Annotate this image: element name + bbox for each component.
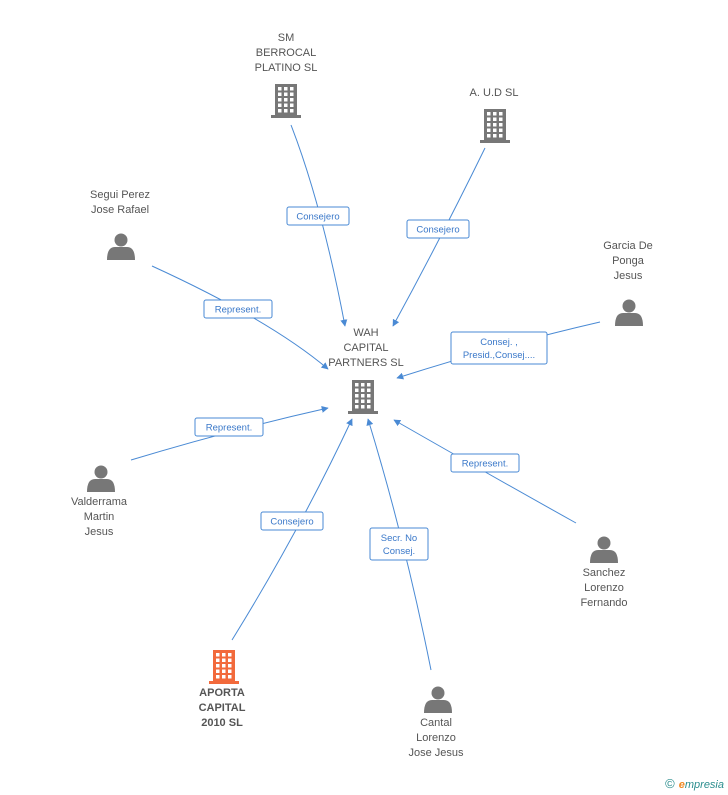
node-label: 2010 SL — [201, 717, 243, 729]
brand-name: mpresia — [684, 779, 724, 791]
edge-label-sanchez[interactable]: Represent. — [450, 453, 520, 473]
edge-label-text: Represent. — [206, 423, 252, 434]
edge-label-garcia[interactable]: Consej. , Presid.,Consej.... — [450, 331, 548, 365]
node-label: PLATINO SL — [255, 62, 318, 74]
person-icon — [590, 536, 618, 563]
node-label: Valderrama — [71, 496, 128, 508]
node-label: CAPITAL — [343, 342, 388, 354]
edge-sanchez-to-wah — [393, 419, 577, 524]
copyright-icon: © — [665, 776, 675, 791]
node-label: Cantal — [420, 717, 452, 729]
person-icon — [107, 233, 135, 260]
node-label: Martin — [84, 511, 115, 523]
node-label: WAH — [353, 327, 378, 339]
node-aud[interactable]: A. U.D SL — [470, 87, 519, 143]
node-label: SM — [278, 32, 295, 44]
node-label: Lorenzo — [584, 582, 624, 594]
node-label: Fernando — [580, 597, 627, 609]
edge-label-text: Presid.,Consej.... — [463, 350, 535, 361]
node-label: A. U.D SL — [470, 87, 519, 99]
node-label: Jesus — [85, 526, 114, 538]
edge-label-cantal[interactable]: Secr. No Consej. — [369, 527, 429, 561]
brand-e: e — [678, 779, 685, 791]
edge-label-aud[interactable]: Consejero — [406, 219, 470, 239]
edge-label-text: Consejero — [296, 212, 339, 223]
building-icon — [480, 109, 510, 143]
person-icon — [615, 299, 643, 326]
person-icon — [424, 686, 452, 713]
node-label: APORTA — [199, 687, 245, 699]
node-label: Ponga — [612, 255, 645, 267]
edge-label-text: Represent. — [215, 305, 261, 316]
node-label: Lorenzo — [416, 732, 456, 744]
node-label: CAPITAL — [199, 702, 246, 714]
node-label: Jose Jesus — [408, 747, 464, 759]
edge-label-sm[interactable]: Consejero — [286, 206, 350, 226]
empresia-watermark: ©empresia — [665, 776, 724, 791]
node-sm[interactable]: SM BERROCAL PLATINO SL — [255, 32, 318, 118]
edge-label-text: Consej. , — [480, 337, 518, 348]
node-label: BERROCAL — [256, 47, 317, 59]
node-label: Jesus — [614, 270, 643, 282]
edge-segui-to-wah — [151, 265, 329, 370]
node-label: PARTNERS SL — [328, 357, 403, 369]
node-label: Sanchez — [583, 567, 626, 579]
nodes-layer: WAH CAPITAL PARTNERS SL SM BERROCAL PLATINO S… — [71, 32, 653, 759]
node-label: Segui Perez — [90, 189, 150, 201]
edge-label-text: Secr. No — [381, 533, 417, 544]
building-icon — [271, 84, 301, 118]
focus-building-icon — [209, 650, 239, 684]
edge-label-text: Represent. — [462, 459, 508, 470]
person-icon — [87, 465, 115, 492]
edge-label-text: Consejero — [416, 225, 459, 236]
edge-label-aporta[interactable]: Consejero — [260, 511, 324, 531]
node-aporta[interactable]: APORTA CAPITAL 2010 SL — [199, 650, 246, 729]
edge-label-segui[interactable]: Represent. — [203, 299, 273, 319]
edge-label-text: Consejero — [270, 517, 313, 528]
edge-label-text: Consej. — [383, 546, 415, 557]
node-label: Garcia De — [603, 240, 653, 252]
building-icon — [348, 380, 378, 414]
edge-label-valderrama[interactable]: Represent. — [194, 417, 264, 437]
node-label: Jose Rafael — [91, 204, 149, 216]
node-wah[interactable]: WAH CAPITAL PARTNERS SL — [328, 327, 404, 414]
